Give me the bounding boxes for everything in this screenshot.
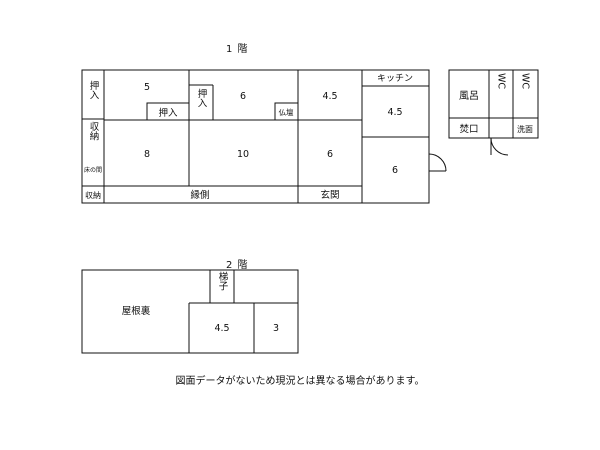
bath-block	[448, 69, 539, 139]
room-takiguchi: 焚口	[459, 124, 478, 135]
floor2-outline	[81, 269, 299, 354]
room-butsudan: 仏壇	[279, 107, 294, 117]
room-wc-2: WC	[520, 73, 531, 89]
room-3-2f: 3	[273, 323, 279, 334]
room-oshiire-c: 押入	[196, 88, 208, 108]
room-furo: 風呂	[459, 90, 479, 102]
room-6-a: 6	[240, 91, 246, 102]
room-wc-1: WC	[496, 73, 507, 89]
room-shuno-a: 収納	[88, 121, 100, 142]
floor1-title: 1 階	[226, 44, 249, 55]
room-shuno-b: 収納	[85, 190, 101, 200]
room-4-5-2f: 4.5	[214, 323, 229, 334]
room-oshiire-b: 押入	[158, 107, 178, 119]
room-10: 10	[237, 149, 249, 160]
room-tokonoma: 床の間	[84, 166, 102, 174]
room-8: 8	[144, 149, 150, 160]
room-engawa: 縁側	[190, 189, 209, 201]
room-genkan: 玄関	[320, 189, 339, 201]
room-kitchen: キッチン	[377, 73, 413, 84]
disclaimer-note: 図面データがないため現況とは異なる場合があります。	[175, 376, 425, 387]
room-hashigo: 梯子	[217, 271, 229, 291]
room-senmen: 洗面	[517, 124, 533, 134]
room-4-5-b: 4.5	[387, 107, 402, 118]
room-yaneura: 屋根裏	[122, 305, 151, 317]
closet-b	[146, 102, 190, 121]
floor2-title: 2 階	[226, 260, 249, 271]
room-6-c: 6	[392, 165, 398, 176]
ladder-box	[209, 269, 235, 304]
room-5: 5	[144, 82, 150, 93]
room-oshiire-a: 押入	[88, 80, 100, 100]
room-4-5-a: 4.5	[322, 91, 337, 102]
room-6-b: 6	[327, 149, 333, 160]
